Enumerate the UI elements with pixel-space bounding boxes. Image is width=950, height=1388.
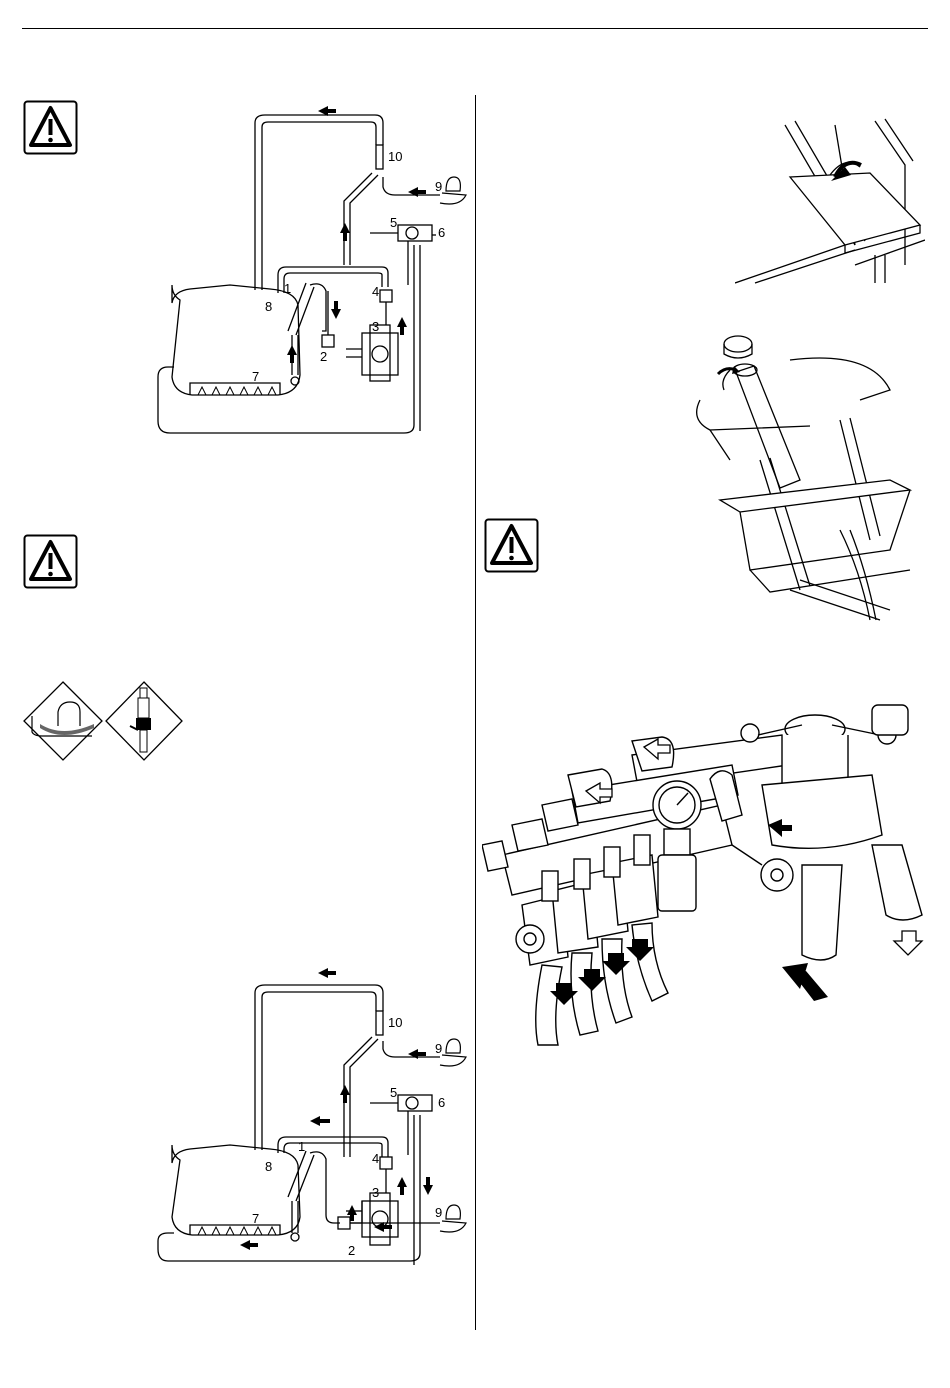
diagram-label: 3 bbox=[372, 319, 379, 334]
warning-triangle-icon bbox=[484, 518, 539, 573]
diagram-label: 6 bbox=[438, 225, 445, 240]
spray-gun-icon bbox=[106, 682, 182, 760]
diagram-label: 1 bbox=[284, 281, 291, 296]
column-divider bbox=[475, 95, 476, 1330]
diagram-label: 5 bbox=[390, 1085, 397, 1100]
diagram-label: 10 bbox=[388, 149, 402, 164]
warning-triangle-icon bbox=[23, 100, 78, 155]
control-valve-assembly-illustration bbox=[482, 695, 928, 1055]
sprayer-circuit-diagram-bottom: 1 2 3 4 5 6 7 8 9 9 10 bbox=[150, 965, 475, 1265]
diagram-label: 7 bbox=[252, 1211, 259, 1226]
diagram-label: 4 bbox=[372, 1151, 379, 1166]
ppe-icons bbox=[22, 680, 184, 762]
diagram-label: 9 bbox=[435, 1205, 442, 1220]
diagram-label: 8 bbox=[265, 299, 272, 314]
diagram-label: 6 bbox=[438, 1095, 445, 1110]
diagram-label: 8 bbox=[265, 1159, 272, 1174]
sprayer-circuit-diagram-top: 1 2 3 4 5 6 7 8 9 10 bbox=[150, 95, 475, 440]
diagram-label: 9 bbox=[435, 1041, 442, 1056]
diagram-label: 2 bbox=[320, 349, 327, 364]
diagram-label: 3 bbox=[372, 1185, 379, 1200]
diagram-label: 1 bbox=[298, 1139, 305, 1154]
tank-lid-illustration bbox=[735, 115, 925, 285]
filter-illustration bbox=[690, 330, 920, 625]
diagram-label: 7 bbox=[252, 369, 259, 384]
diagram-label: 10 bbox=[388, 1015, 402, 1030]
header-rule bbox=[22, 28, 928, 29]
warning-triangle-icon bbox=[23, 534, 78, 589]
diagram-label: 2 bbox=[348, 1243, 355, 1258]
diagram-label: 4 bbox=[372, 284, 379, 299]
gloves-icon bbox=[24, 682, 102, 760]
diagram-label: 9 bbox=[435, 179, 442, 194]
diagram-label: 5 bbox=[390, 215, 397, 230]
